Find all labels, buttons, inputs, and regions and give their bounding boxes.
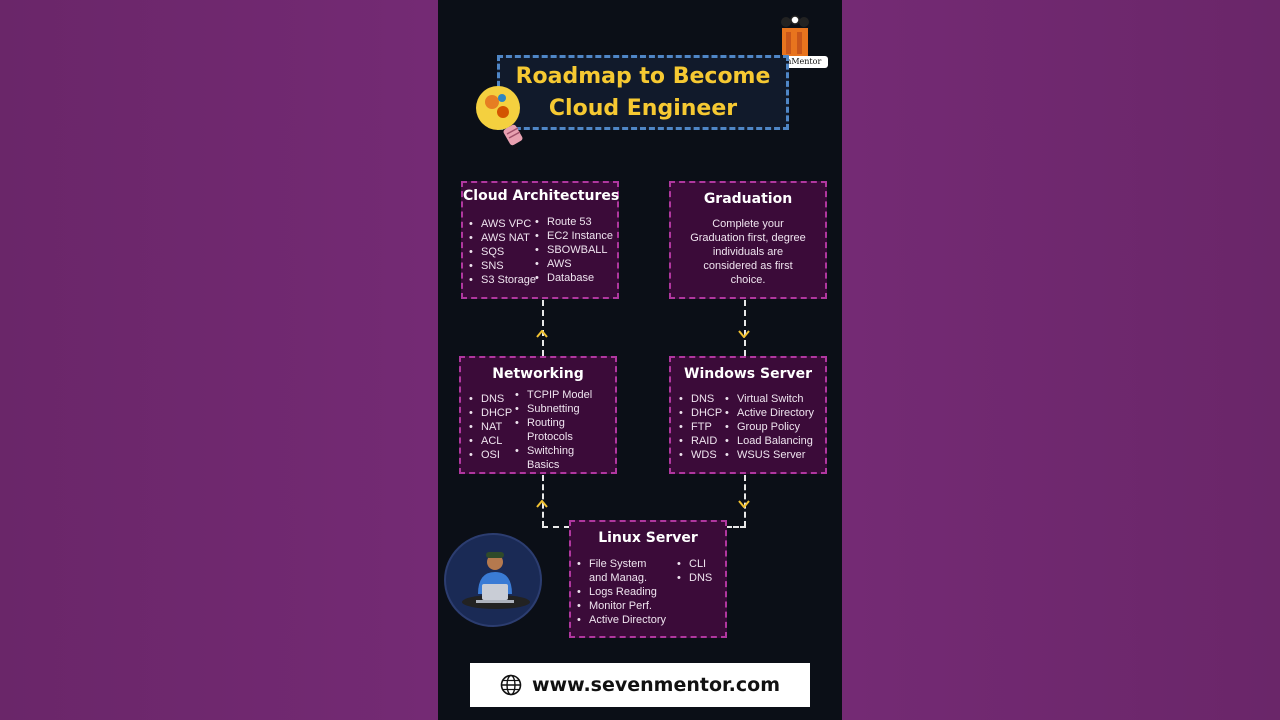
connector-windows-linux-horizontal <box>726 526 746 528</box>
text-line: Graduation first, degree <box>690 232 806 244</box>
text-line: individuals are <box>712 246 784 258</box>
card-windows-server: Windows Server DNS DHCP FTP RAID WDS Vir… <box>669 356 827 474</box>
list-item: TCPIP Model <box>515 388 592 402</box>
list-item: ACL <box>469 434 515 448</box>
list-item: Group Policy <box>725 420 814 434</box>
list-item: DNS <box>469 392 515 406</box>
list-item: SNS <box>469 259 535 273</box>
connector-cloud-networking <box>542 300 544 356</box>
developer-illustration-icon <box>444 533 542 627</box>
list-item: Active Directory <box>577 613 677 627</box>
list-item: AWS <box>535 257 613 271</box>
card-title: Graduation <box>703 191 793 207</box>
list-item: Monitor Perf. <box>577 599 677 613</box>
list-item: File System <box>577 557 677 571</box>
list-item: AWS NAT <box>469 231 535 245</box>
list-item: Virtual Switch <box>725 392 814 406</box>
list-item: S3 Storage <box>469 273 536 287</box>
list-item: SBOWBALL <box>535 243 613 257</box>
list-item: DHCP <box>679 406 725 420</box>
list-item: Basics <box>527 459 560 471</box>
arrow-up-icon <box>536 500 548 508</box>
logo-mark-icon <box>781 15 809 56</box>
list-item: Active Directory <box>725 406 814 420</box>
card-linux-server: Linux Server File System and Manag. Logs… <box>569 520 727 638</box>
list-item: FTP <box>679 420 725 434</box>
list-item: DNS <box>677 571 712 585</box>
roadmap-panel: SevenMentor Roadmap to Become Cloud Engi… <box>438 0 842 720</box>
arrow-down-icon <box>738 330 750 338</box>
list-item: DNS <box>679 392 725 406</box>
arrow-down-icon <box>738 500 750 508</box>
connector-windows-linux-vertical <box>744 475 746 527</box>
list-item: Load Balancing <box>725 434 814 448</box>
background-right <box>842 0 1280 720</box>
text-line: considered as first <box>703 260 793 272</box>
text-line: choice. <box>730 274 766 286</box>
list-item: Logs Reading <box>577 585 677 599</box>
website-url[interactable]: www.sevenmentor.com <box>532 674 780 696</box>
list-item: and Manag. <box>589 572 648 584</box>
globe-icon <box>500 674 522 696</box>
card-title: Networking <box>492 366 584 382</box>
connector-networking-linux-horizontal <box>542 526 570 528</box>
list-item: Switching <box>515 444 592 458</box>
list-item: EC2 Instance <box>535 229 613 243</box>
card-graduation: Graduation Complete your Graduation firs… <box>669 181 827 299</box>
graduation-description: Complete your Graduation first, degree i… <box>679 217 817 287</box>
list-item: Route 53 <box>535 215 613 229</box>
list-item: Database <box>535 271 613 285</box>
list-item: WDS <box>679 448 725 462</box>
card-title: Cloud Architectures <box>463 188 620 204</box>
card-cloud-architectures: Cloud Architectures AWS VPC AWS NAT SQS … <box>461 181 619 299</box>
page-title-line1: Roadmap to Become <box>515 63 771 89</box>
card-networking: Networking DNS DHCP NAT ACL OSI TCPIP Mo… <box>459 356 617 474</box>
background-left <box>0 0 438 720</box>
list-item: Subnetting <box>515 402 592 416</box>
card-title: Linux Server <box>598 530 698 546</box>
list-item: OSI <box>469 448 515 462</box>
website-banner[interactable]: www.sevenmentor.com <box>470 663 810 707</box>
lightbulb-icon <box>476 86 523 146</box>
title-box: Roadmap to Become Cloud Engineer <box>497 55 789 130</box>
list-item: DHCP <box>469 406 515 420</box>
arrow-up-icon <box>536 330 548 338</box>
list-item: AWS VPC <box>469 217 535 231</box>
list-item: NAT <box>469 420 515 434</box>
list-item: CLI <box>677 557 712 571</box>
list-item: SQS <box>469 245 535 259</box>
card-title: Windows Server <box>684 366 812 382</box>
list-item: Routing <box>515 416 592 430</box>
connector-graduation-windows <box>744 300 746 356</box>
page-title-line2: Cloud Engineer <box>548 95 738 121</box>
list-item: Protocols <box>527 431 573 443</box>
list-item: RAID <box>679 434 725 448</box>
list-item: WSUS Server <box>725 448 814 462</box>
text-line: Complete your <box>712 218 784 230</box>
